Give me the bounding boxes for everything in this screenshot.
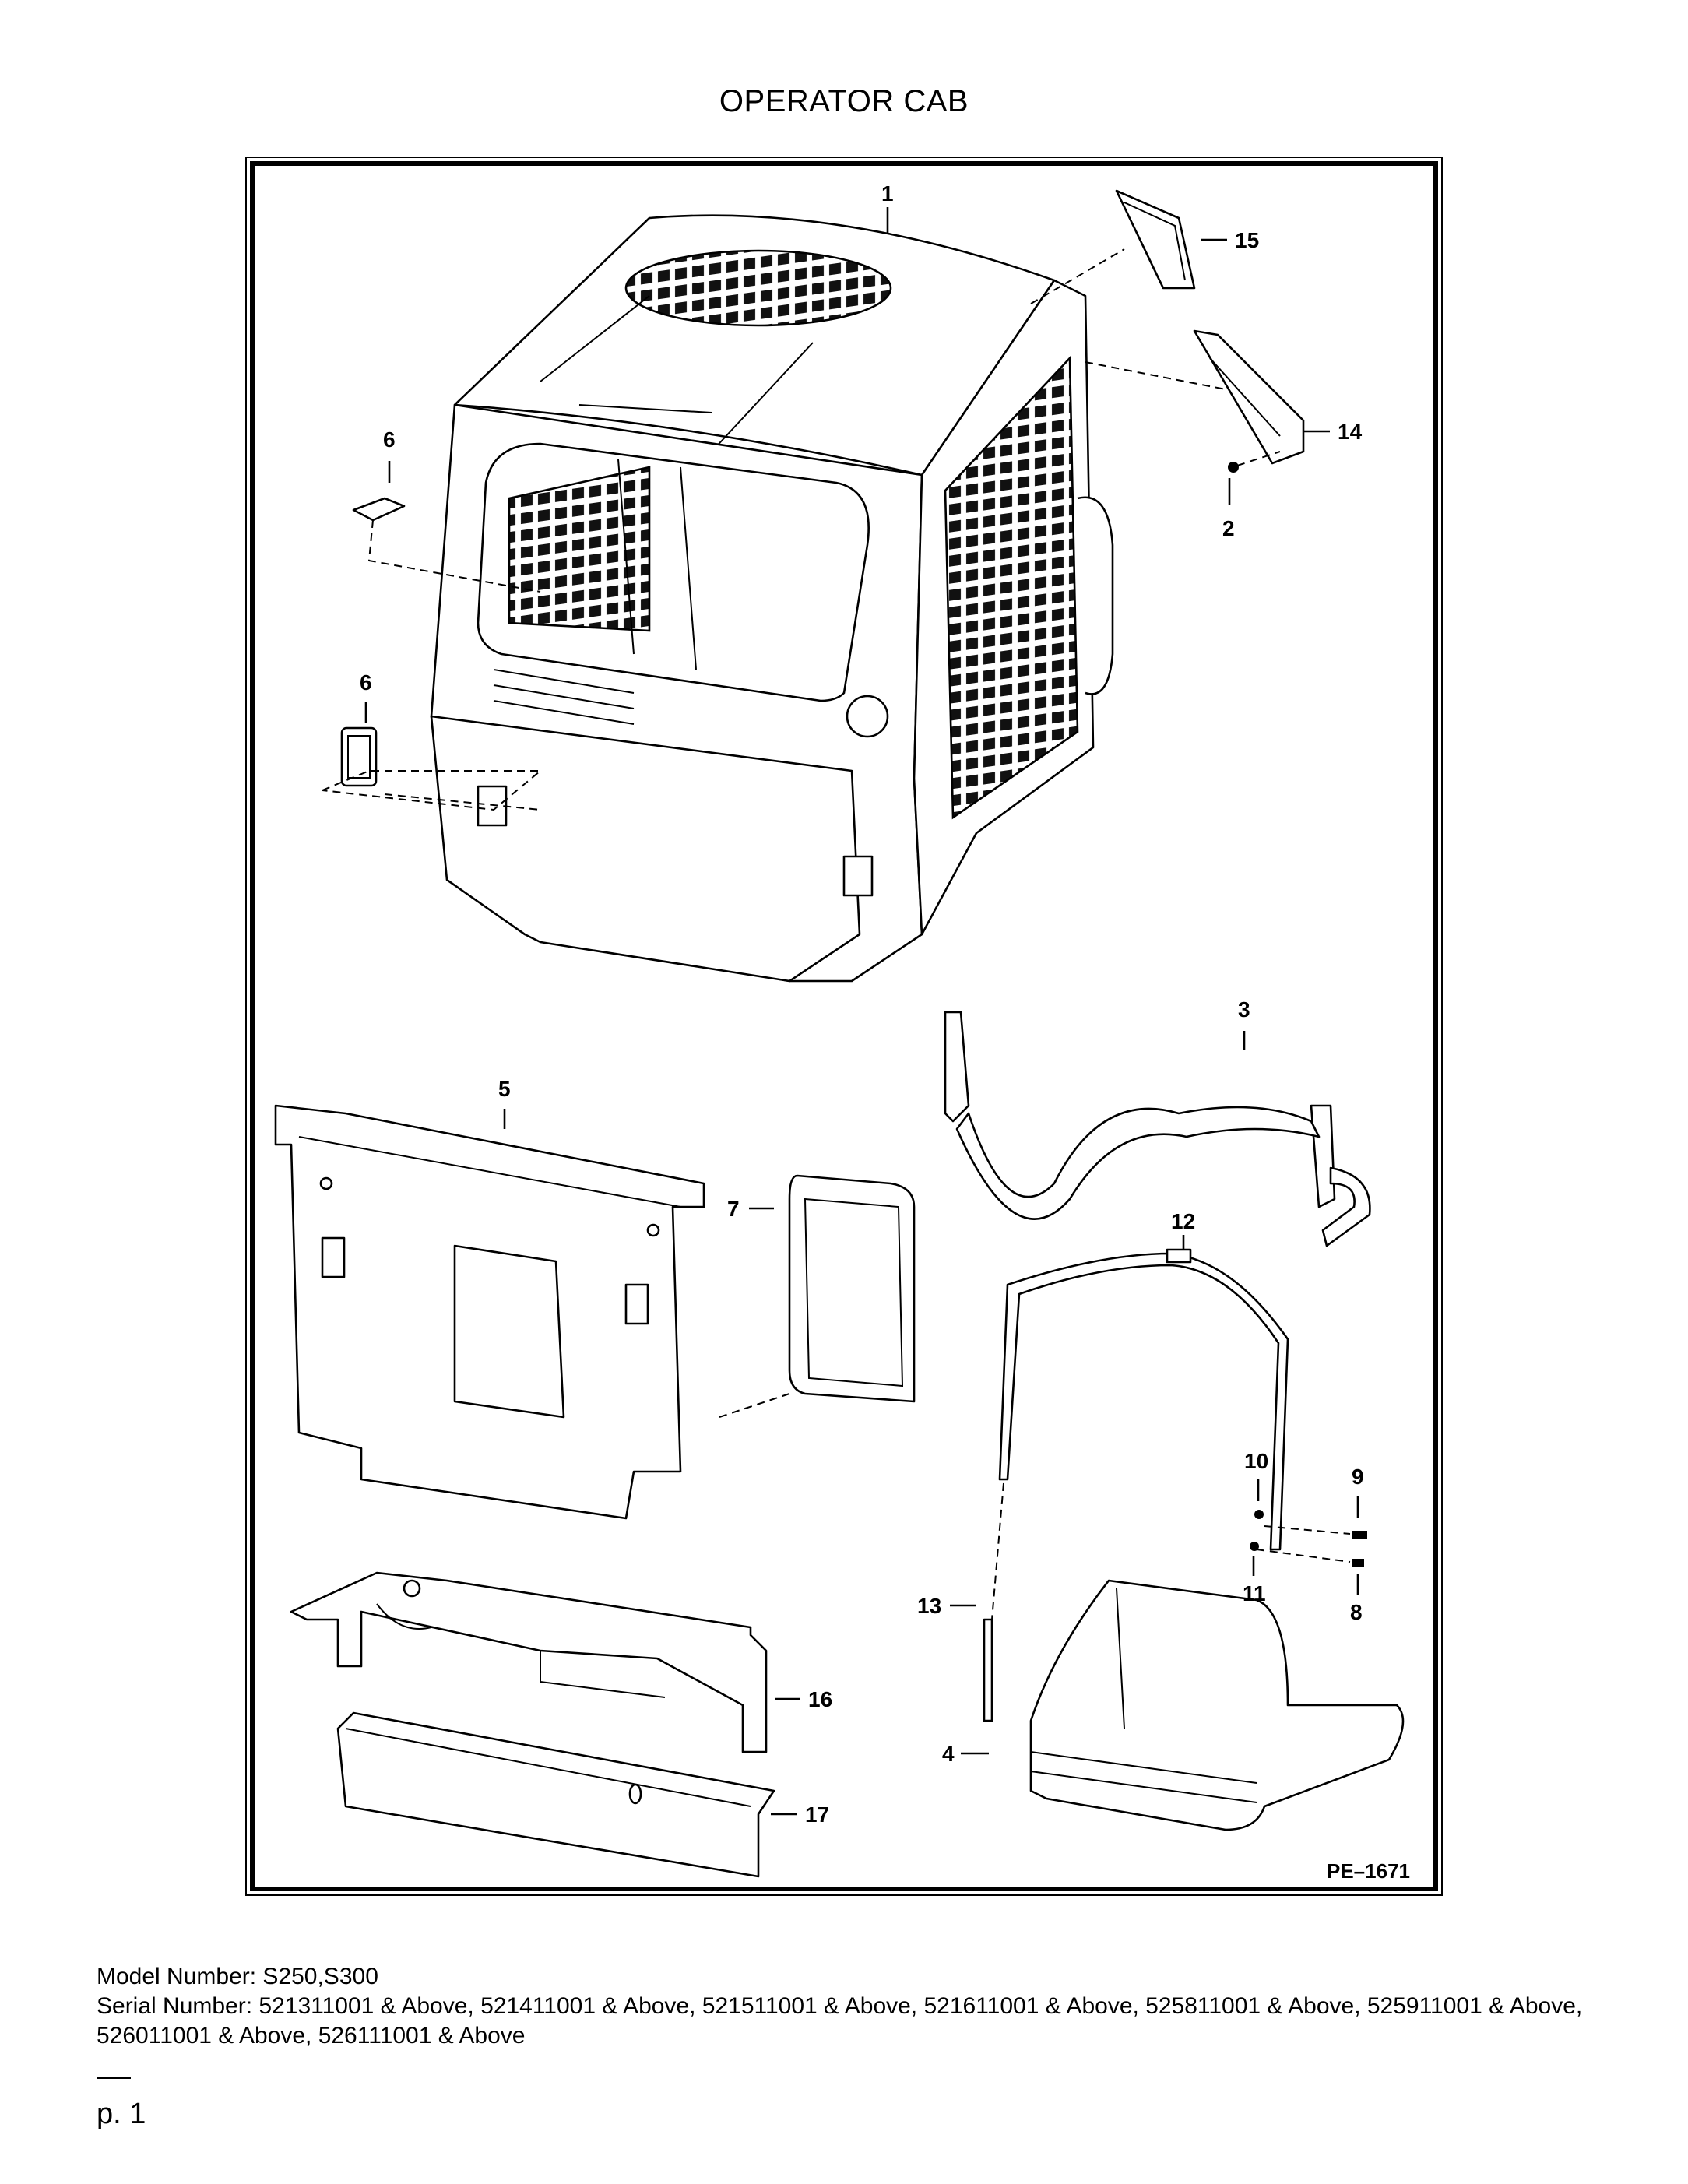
callout-2: 2 — [1222, 478, 1235, 540]
support-part-14 — [290, 1571, 768, 1753]
callout-6-lower: 6 — [360, 670, 372, 723]
callout-9: 9 — [1352, 1465, 1364, 1518]
svg-text:17: 17 — [805, 1802, 829, 1827]
svg-text:12: 12 — [1171, 1209, 1195, 1233]
svg-text:15: 15 — [1235, 228, 1259, 252]
callout-16: 15 — [1201, 228, 1259, 252]
pad-part-6-upper — [352, 497, 541, 593]
serial-numbers: Serial Number: 521311001 & Above, 521411… — [97, 1993, 1583, 2049]
model-number: Model Number: S250,S300 — [97, 1964, 378, 1989]
svg-text:6: 6 — [383, 427, 396, 452]
seat-part-4 — [1029, 1579, 1405, 1831]
svg-text:10: 10 — [1244, 1449, 1268, 1473]
svg-text:13: 13 — [917, 1594, 941, 1618]
page-title: OPERATOR CAB — [719, 84, 969, 118]
window-part-16 — [1030, 189, 1196, 304]
svg-text:16: 16 — [808, 1687, 832, 1711]
svg-text:2: 2 — [1222, 516, 1235, 540]
cab-body — [430, 214, 1114, 983]
svg-text:8: 8 — [1350, 1600, 1363, 1624]
callout-4: 4 — [942, 1742, 989, 1766]
page-divider — [97, 2077, 131, 2079]
svg-text:9: 9 — [1352, 1465, 1364, 1489]
seat-belt-part-12 — [983, 1248, 1289, 1722]
grab-bar-part-3 — [944, 1011, 1371, 1247]
callout-17: 17 — [771, 1802, 829, 1827]
svg-text:14: 14 — [1338, 420, 1363, 444]
callout-8: 8 — [1350, 1574, 1363, 1624]
callout-3: 3 — [1238, 997, 1250, 1050]
callout-13: 13 — [917, 1594, 976, 1618]
page-number: p. 1 — [97, 2098, 146, 2130]
panel-part-17 — [336, 1711, 775, 1878]
bracket-part-15 — [1085, 329, 1305, 473]
svg-text:7: 7 — [727, 1197, 740, 1221]
svg-text:5: 5 — [498, 1077, 511, 1101]
parts-diagram: 1 15 14 2 6 6 3 5 7 12 10 9 — [244, 156, 1444, 1897]
rear-panel-part-5 — [274, 1104, 705, 1520]
hardware-parts-8-11 — [1250, 1510, 1367, 1567]
svg-text:1: 1 — [881, 181, 894, 206]
callout-15: 14 — [1303, 420, 1363, 444]
callout-1: 1 — [881, 181, 894, 234]
callout-11: 11 — [1243, 1556, 1266, 1605]
callout-7: 7 — [727, 1197, 774, 1221]
model-info: Model Number: S250,S300 Serial Number: 5… — [97, 1962, 1607, 2051]
drawing-id: PE–1671 — [1327, 1859, 1410, 1883]
svg-text:11: 11 — [1243, 1581, 1266, 1605]
callout-5: 5 — [498, 1077, 511, 1129]
callout-10: 10 — [1244, 1449, 1268, 1501]
svg-text:3: 3 — [1238, 997, 1250, 1022]
callout-14: 16 — [775, 1687, 832, 1711]
svg-text:6: 6 — [360, 670, 372, 695]
pad-part-6-lower — [322, 726, 543, 811]
callout-6-upper: 6 — [383, 427, 396, 483]
svg-text:4: 4 — [942, 1742, 955, 1766]
window-part-7 — [719, 1174, 916, 1418]
callout-12: 12 — [1171, 1209, 1195, 1250]
